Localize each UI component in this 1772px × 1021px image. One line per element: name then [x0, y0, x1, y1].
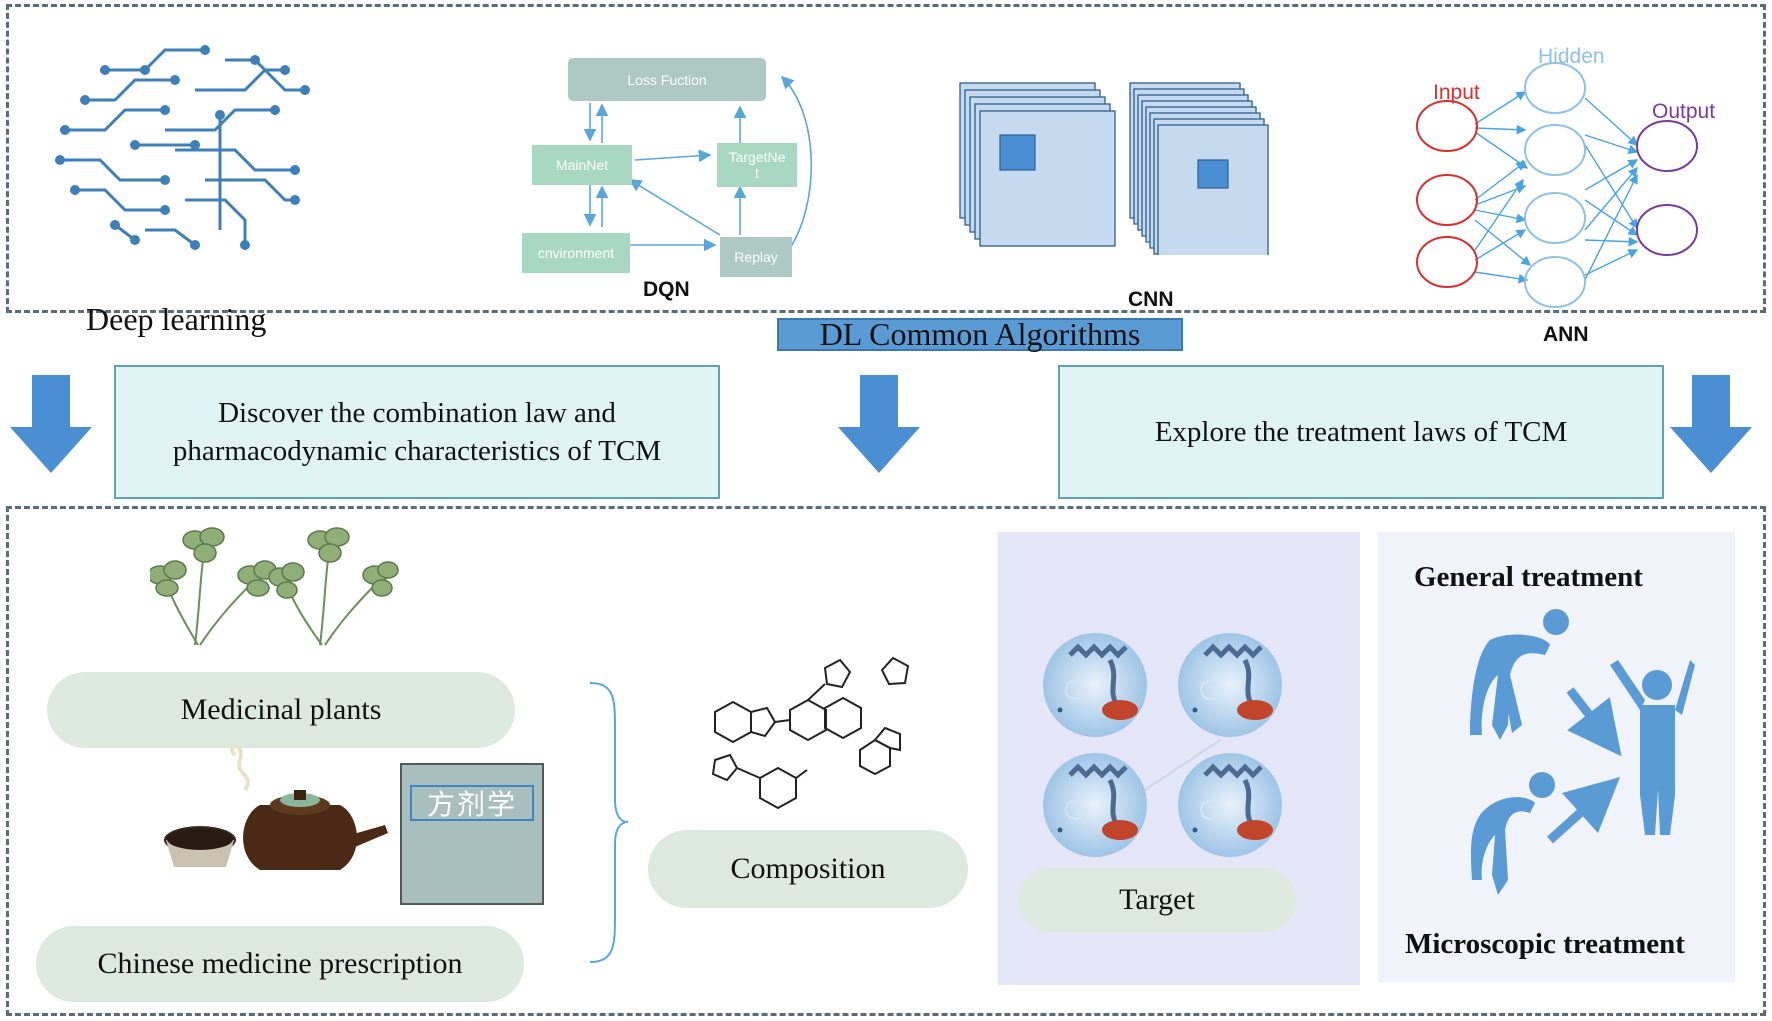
bottom-panel: [6, 506, 1766, 1016]
dqn-diagram: Loss Fuction MainNet TargetNe t cnvironm…: [520, 55, 813, 305]
plant-icon: [150, 527, 399, 646]
combination-law-box: Discover the combination law and pharmac…: [114, 365, 720, 499]
molecule-icon: [711, 656, 910, 810]
cnn-diagram: [959, 82, 1269, 255]
dqn-label: DQN: [643, 278, 690, 301]
book-icon: 方剂学: [400, 763, 544, 905]
treatment-laws-text: Explore the treatment laws of TCM: [1154, 416, 1568, 448]
target-pill: Target: [1018, 868, 1296, 932]
microscopic-treatment-label: Microscopic treatment: [1405, 928, 1685, 960]
general-treatment-label: General treatment: [1414, 561, 1643, 593]
arrow-down-icon: [10, 375, 92, 473]
top-panel: [6, 4, 1766, 313]
dqn-targetnet-label: TargetNe t: [728, 149, 786, 181]
book-title: 方剂学: [410, 785, 534, 821]
ann-label: ANN: [1543, 323, 1589, 346]
arrow-down-icon: [838, 375, 920, 473]
cell-icon: [1043, 633, 1282, 857]
ann-diagram: [1416, 62, 1698, 308]
algorithms-title: DL Common Algorithms: [819, 316, 1141, 352]
algorithms-title-bar: DL Common Algorithms: [777, 316, 1183, 352]
deep-learning-label: Deep learning: [86, 301, 267, 337]
teapot-icon: [164, 745, 388, 870]
ann-output-label: Output: [1652, 100, 1716, 123]
cnn-label: CNN: [1128, 288, 1174, 311]
composition-pill: Composition: [648, 830, 968, 908]
prescription-pill: Chinese medicine prescription: [36, 926, 524, 1002]
combination-law-text: Discover the combination law and pharmac…: [172, 397, 662, 467]
treatment-laws-box: Explore the treatment laws of TCM: [1058, 365, 1664, 499]
dqn-mainnet-node: MainNet: [532, 145, 632, 185]
dqn-targetnet-node: TargetNe t: [717, 143, 797, 187]
arrow-down-icon: [1670, 375, 1752, 473]
dqn-loss-node: Loss Fuction: [568, 58, 766, 101]
dqn-environment-node: cnvironment: [522, 233, 630, 273]
dqn-arrows: [583, 75, 813, 252]
medicinal-plants-pill: Medicinal plants: [47, 672, 515, 748]
ann-input-label: Input: [1433, 81, 1480, 104]
dqn-replay-node: Replay: [720, 237, 792, 277]
treatment-panel: [1378, 532, 1735, 982]
person-icon: [1470, 609, 1695, 895]
brain-circuit-icon: [55, 45, 310, 250]
brace-icon: [589, 682, 629, 963]
ann-hidden-label: Hidden: [1538, 45, 1605, 68]
